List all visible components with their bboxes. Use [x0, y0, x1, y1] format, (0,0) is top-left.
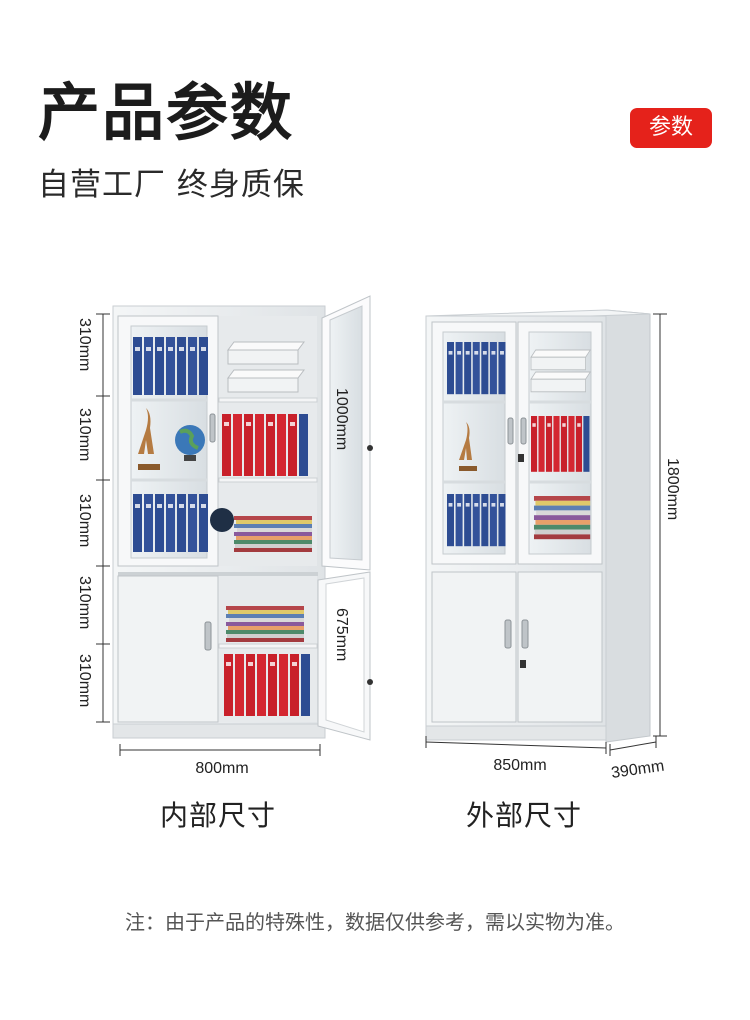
- inner-row-height-2: 310mm: [76, 408, 93, 461]
- inner-cabinet: [112, 295, 373, 741]
- inner-row-height-1: 310mm: [76, 318, 93, 371]
- outer-height-label: 1800mm: [664, 458, 681, 520]
- inner-width-label: 800mm: [195, 760, 248, 777]
- page-subtitle: 自营工厂 终身质保: [38, 167, 305, 203]
- inner-row-height-5: 310mm: [76, 654, 93, 707]
- outer-depth-label: 390mm: [610, 758, 665, 782]
- inner-row-height-3: 310mm: [76, 494, 93, 547]
- inner-width-dimension: [119, 744, 321, 756]
- outer-size-label: 外部尺寸: [466, 799, 583, 832]
- inner-size-label: 内部尺寸: [160, 799, 277, 832]
- outer-width-dimension: [425, 736, 607, 754]
- inner-height-dimensions: [96, 313, 110, 723]
- disclaimer-note: 注：由于产品的特殊性，数据仅供参考，需以实物为准。: [125, 910, 625, 934]
- outer-depth-dimension: [609, 736, 657, 756]
- inner-row-height-4: 310mm: [76, 576, 93, 629]
- outer-cabinet: [425, 309, 651, 743]
- lower-door-height: 675mm: [333, 608, 350, 661]
- cabinet-illustration: 310mm 310mm 310mm 310mm 310mm 1000mm 675…: [76, 295, 681, 782]
- glass-door-height: 1000mm: [333, 388, 350, 450]
- outer-width-label: 850mm: [493, 757, 546, 774]
- outer-height-dimension: [653, 313, 667, 737]
- params-badge: 参数: [630, 108, 712, 148]
- page-title: 产品参数: [38, 76, 295, 149]
